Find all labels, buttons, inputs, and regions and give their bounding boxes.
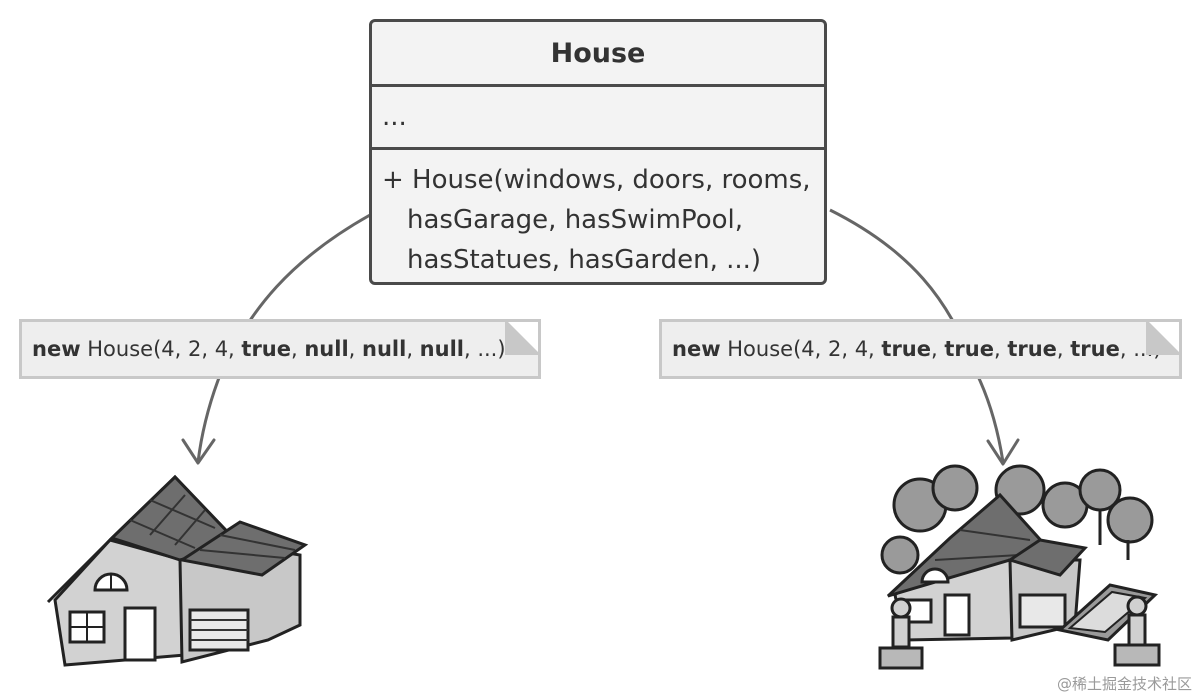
note-right-arg-2: true <box>944 337 994 361</box>
note-fancy-house-call: new House(4, 2, 4, true, true, true, tru… <box>659 319 1182 379</box>
constructor-line-2: hasGarage, hasSwimPool, <box>407 205 744 235</box>
note-right-call: House(4, 2, 4, <box>720 337 882 361</box>
note-left-arg-4: null <box>419 337 464 361</box>
left-arrowhead <box>181 438 216 465</box>
note-right-arg-3: true <box>1007 337 1057 361</box>
simple-house-illustration <box>46 474 309 667</box>
note-right-arg-1: true <box>881 337 931 361</box>
uml-class-box: House ... + House(windows, doors, rooms,… <box>369 19 827 285</box>
note-right-arg-4: true <box>1070 337 1120 361</box>
constructor-line-1: + House(windows, doors, rooms, <box>382 165 811 195</box>
note-left-keyword: new <box>32 337 81 361</box>
note-right-keyword: new <box>672 337 721 361</box>
class-attributes: ... <box>372 87 824 150</box>
constructor-line-3: hasStatues, hasGarden, ...) <box>407 245 762 275</box>
note-fold-corner <box>505 322 538 355</box>
note-left-tail: ...) <box>470 337 506 361</box>
class-name: House <box>372 22 824 87</box>
note-left-arg-1: true <box>241 337 291 361</box>
note-left-arg-2: null <box>304 337 349 361</box>
note-fold-corner <box>1146 322 1179 355</box>
note-simple-house-call: new House(4, 2, 4, true, null, null, nul… <box>19 319 541 379</box>
class-methods: + House(windows, doors, rooms, hasGarage… <box>372 150 824 280</box>
note-left-call: House(4, 2, 4, <box>80 337 242 361</box>
fancy-house-illustration <box>878 464 1161 670</box>
watermark-text: @稀土掘金技术社区 <box>1056 675 1192 693</box>
right-arrowhead <box>986 438 1020 466</box>
note-left-arg-3: null <box>362 337 407 361</box>
